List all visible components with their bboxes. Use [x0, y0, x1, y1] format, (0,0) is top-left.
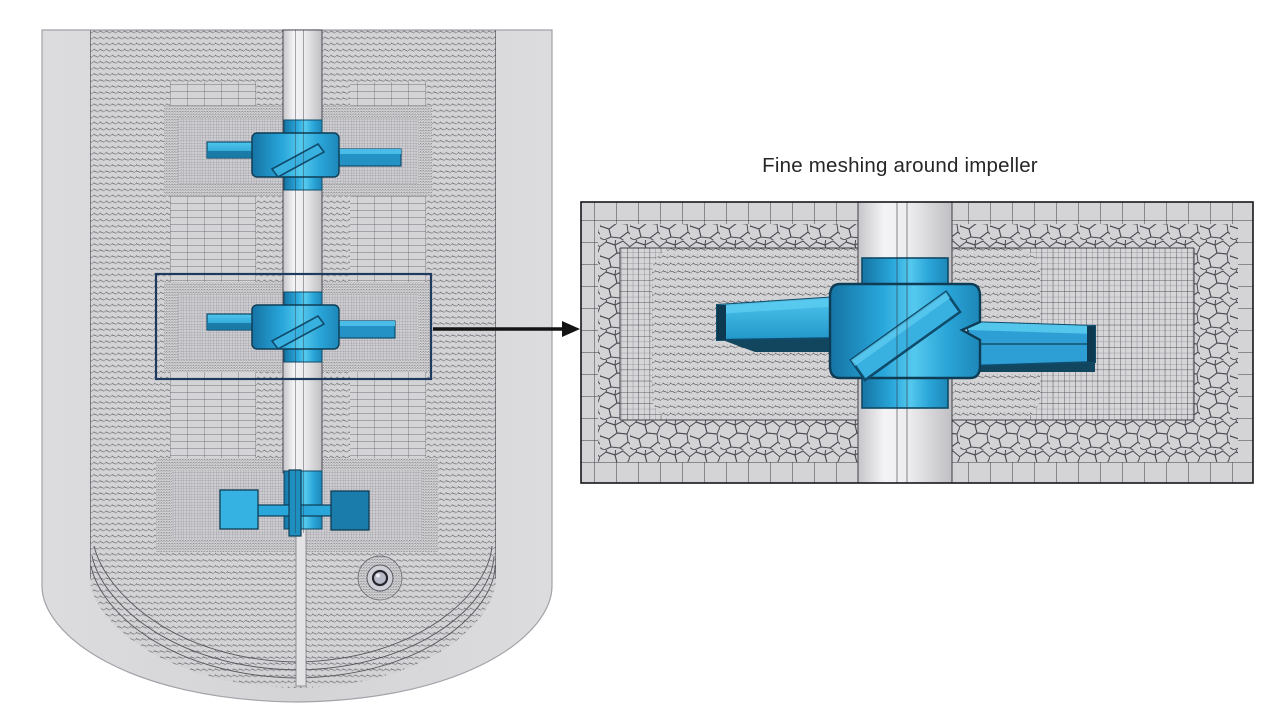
impeller-middle: [206, 291, 396, 363]
callout-arrow: [433, 321, 580, 337]
shaft-interface-lines: [295, 30, 304, 533]
impeller-hub: [288, 469, 302, 537]
impeller-paddle-right: [330, 490, 370, 531]
inset-border: [580, 201, 1254, 484]
inset-blade-pitched: [849, 290, 962, 382]
impeller-blade-pitched: [270, 142, 326, 179]
inset-shaft-interface-lines: [896, 202, 908, 483]
impeller-paddle-left: [219, 489, 259, 530]
inset-impeller: [716, 257, 1096, 409]
impeller-top: [206, 119, 402, 191]
impeller-blade-pitched: [270, 314, 326, 351]
inset-view: [581, 202, 1253, 483]
vessel-mesh-view: [41, 29, 553, 703]
impeller-bottom: [219, 469, 370, 537]
bottom-port: [357, 555, 403, 601]
agitator-shaft: [282, 29, 323, 687]
highlight-box: [154, 272, 433, 381]
inset-title: Fine meshing around impeller: [762, 154, 1038, 177]
